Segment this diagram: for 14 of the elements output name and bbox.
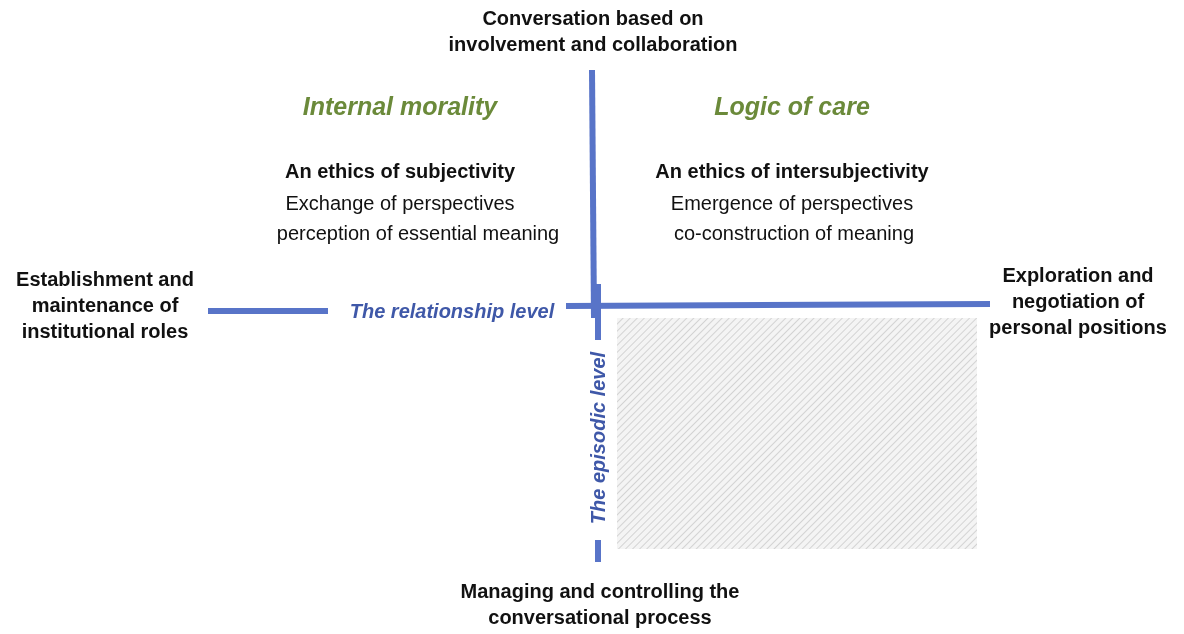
pole-label: Exploration and negotiation of personal positions [988, 263, 1168, 340]
quadrant-subheading: An ethics of subjectivity [283, 159, 517, 184]
pole-label: Conversation based on involvement and collaboration [447, 6, 739, 57]
quadrant-text: Emergence of perspectives [669, 191, 915, 216]
quadrant-text: Exchange of perspectives [284, 191, 516, 216]
quadrant-subheading: An ethics of intersubjectivity [654, 159, 930, 184]
quadrant-heading: Logic of care [713, 91, 871, 122]
hatched-box [617, 318, 977, 549]
quadrant-heading: Internal morality [301, 91, 499, 122]
quadrant-text: co-construction of meaning [672, 221, 916, 246]
axis-label: The relationship level [348, 299, 556, 324]
pole-label: Establishment and maintenance of institutional roles [15, 267, 195, 344]
quadrant-text: perception of essential meaning [275, 221, 561, 246]
pole-label: Managing and controlling the conversational process [459, 579, 741, 630]
